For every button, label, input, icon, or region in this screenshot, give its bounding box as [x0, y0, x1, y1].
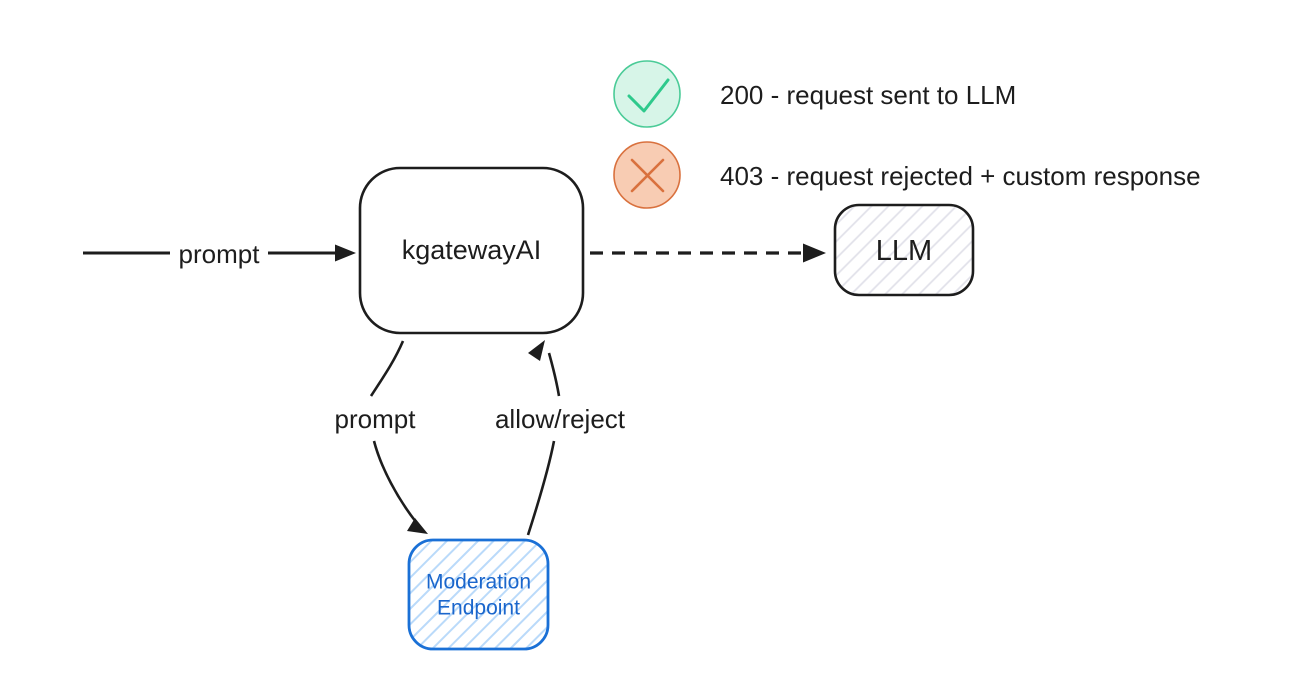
- edge-to-moderation: prompt: [335, 340, 428, 534]
- gateway-node: kgatewayAI: [358, 166, 585, 335]
- to-moderation-upper-segment: [369, 340, 405, 397]
- legend-reject-item: 403 - request rejected + custom response: [613, 141, 1201, 209]
- legend-success-label: 200 - request sent to LLM: [720, 80, 1016, 110]
- gateway-node-label: kgatewayAI: [402, 235, 542, 265]
- legend-reject-label: 403 - request rejected + custom response: [720, 161, 1201, 191]
- from-moderation-upper-segment: [547, 352, 561, 397]
- gateway-node-box: [358, 166, 585, 335]
- legend-success-item: 200 - request sent to LLM: [613, 60, 1016, 128]
- edge-label-moderation-prompt: prompt: [335, 404, 417, 434]
- llm-node-label: LLM: [876, 235, 932, 267]
- edge-incoming-prompt: prompt: [83, 239, 356, 269]
- moderation-node-box: [407, 538, 550, 651]
- legend: 200 - request sent to LLM 403 - request …: [613, 60, 1201, 209]
- arrowhead-into-llm: [803, 243, 826, 263]
- arrowhead-into-moderation: [407, 518, 428, 534]
- edge-label-incoming-prompt: prompt: [179, 239, 261, 269]
- edge-to-llm: [590, 243, 826, 263]
- edge-label-allow-reject: allow/reject: [495, 404, 626, 434]
- check-circle-icon: [613, 60, 681, 128]
- llm-node: LLM: [833, 203, 975, 297]
- to-moderation-lower-segment: [372, 440, 418, 523]
- moderation-node: Moderation Endpoint: [407, 538, 550, 651]
- moderation-node-label-line1: Moderation: [426, 571, 531, 594]
- check-icon: [627, 78, 670, 113]
- moderation-node-label-line2: Endpoint: [437, 597, 520, 620]
- arrowhead-into-gateway-bottom: [528, 340, 545, 361]
- arrowhead-into-gateway: [335, 244, 356, 262]
- llm-node-box: [833, 203, 975, 297]
- from-moderation-lower-segment: [526, 440, 556, 536]
- x-icon-stroke-2: [630, 158, 665, 193]
- edge-from-moderation: allow/reject: [495, 340, 626, 536]
